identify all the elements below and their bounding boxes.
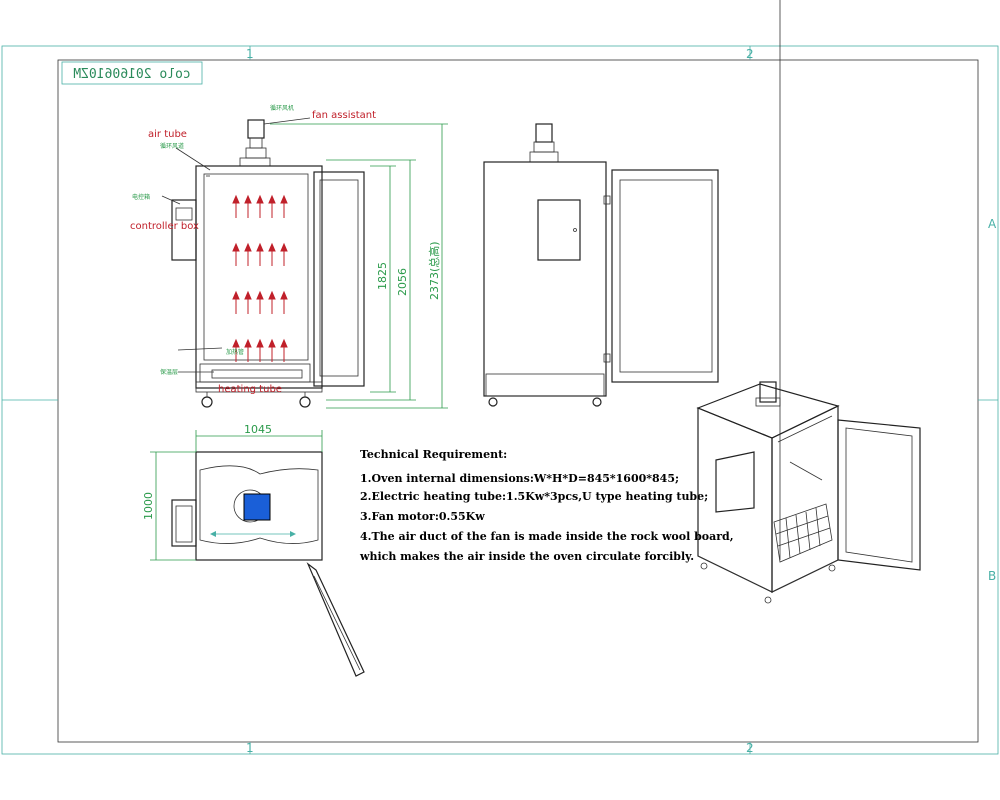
airflow-arrows: [232, 194, 288, 363]
technical-requirements: Technical Requirement: 1.Oven internal d…: [359, 448, 734, 563]
tech-line-5: which makes the air inside the oven circ…: [359, 550, 694, 563]
dim-top-depth: 1000: [142, 492, 155, 520]
border-col-2-bottom: 2: [746, 741, 754, 755]
wheel-icon: [299, 396, 311, 408]
dim-body-height: 2056: [396, 268, 409, 296]
tech-line-1: 1.Oven internal dimensions:W*H*D=845*160…: [360, 472, 679, 485]
side-door: [611, 169, 719, 383]
dim-top-width: 1045: [244, 423, 272, 436]
cn-label-insulation: 保温层: [160, 368, 178, 376]
cn-label-heater: 加热管: [226, 348, 244, 356]
oven-door: [313, 171, 365, 387]
cn-label-duct: 循环风道: [160, 142, 184, 150]
sheet-border: 1 2 1 2 A B: [1, 45, 999, 755]
tech-line-4: 4.The air duct of the fan is made inside…: [360, 530, 734, 543]
wheel-icon: [764, 596, 772, 604]
air-tube-label: air tube: [148, 129, 187, 140]
wheel-icon: [592, 397, 602, 407]
border-col-1-bottom: 1: [246, 741, 254, 755]
oven-body: [195, 165, 323, 389]
border-row-b: B: [988, 569, 996, 583]
fan-motor-icon: [247, 119, 265, 139]
dim-total-height: 2373(总高): [427, 241, 441, 300]
wheel-icon: [700, 562, 708, 570]
top-view: 1045 1000: [142, 423, 365, 677]
fan-assistant-label: fan assistant: [312, 110, 376, 121]
controller-box-icon: [171, 199, 197, 261]
tech-line-3: 3.Fan motor:0.55Kw: [360, 510, 485, 523]
cn-label-fan: 循环风机: [270, 104, 294, 112]
drawing-code-box: colo 20160610ZM: [61, 61, 203, 85]
cn-label-control: 电控箱: [132, 193, 150, 201]
border-col-2-top: 2: [746, 47, 754, 61]
iso-controller-box: [715, 451, 755, 513]
fan-square-icon: [243, 493, 271, 521]
front-section-view: fan assistant air tube controller box he…: [130, 104, 448, 409]
wheel-icon: [201, 396, 213, 408]
control-panel: [537, 199, 581, 261]
fan-motor-icon: [759, 381, 777, 403]
dim-inner-height: 1825: [376, 262, 389, 290]
isometric-view: [696, 0, 921, 604]
exterior-front-view: [483, 123, 719, 407]
heating-tube-label: heating tube: [218, 384, 282, 395]
tech-heading: Technical Requirement:: [360, 448, 507, 461]
tech-line-2: 2.Electric heating tube:1.5Kw*3pcs,U typ…: [360, 490, 708, 503]
border-col-1-top: 1: [246, 47, 254, 61]
wheel-icon: [828, 564, 836, 572]
wheel-icon: [488, 397, 498, 407]
drawing-code: colo 20160610ZM: [73, 67, 191, 82]
fan-motor-icon: [535, 123, 553, 143]
controller-box-label: controller box: [130, 221, 199, 232]
border-row-a: A: [988, 217, 997, 231]
